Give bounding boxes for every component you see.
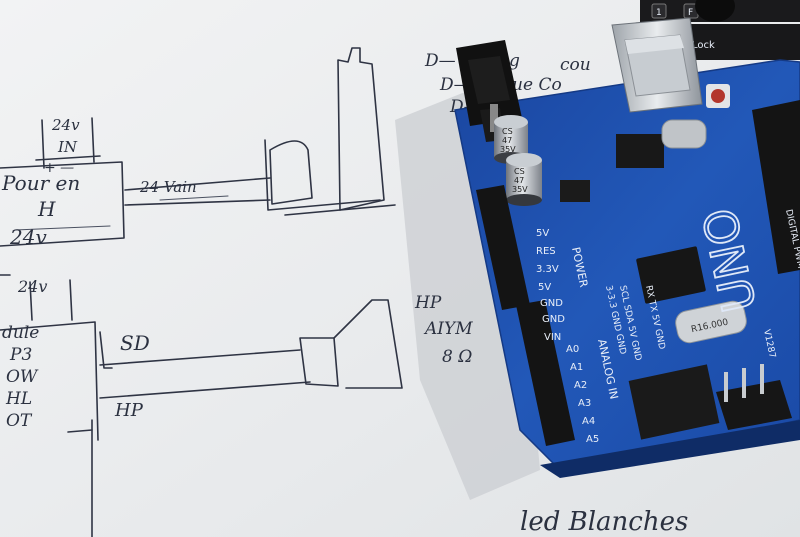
svg-text:CS: CS [502,127,513,136]
label-mid-24v: 24v [17,277,47,296]
pin-a2: A2 [574,380,587,391]
pin-a1: A1 [570,362,583,373]
label-hp-wire: HP [114,400,144,421]
capacitor-2: CS 47 35V [506,153,542,206]
icsp-header [716,364,792,430]
label-wire-24v: 24 Vain [139,178,197,196]
power-header [476,185,530,310]
analog-breakout [628,364,720,440]
note-speaker-ohm: 8 Ω [442,347,472,367]
svg-text:F: F [688,8,693,18]
usb-port [611,17,703,113]
note-speaker-model: AIYM [423,319,473,339]
pin-3v3: 3.3V [536,264,559,275]
pin-5v-2: 5V [538,282,551,293]
lock-label: Lock [692,40,715,51]
label-top-in: IN [57,138,78,156]
digital-header [752,100,800,274]
label-sd: SD [120,331,150,355]
label-block-line1: Pour en [1,171,80,195]
label-module-2: P3 [9,345,32,365]
note-speaker-hp: HP [414,293,442,313]
note-top-right-2: cou [560,55,591,75]
pin-a3: A3 [578,398,591,409]
analog-header [516,300,575,446]
pin-a5: A5 [586,434,599,445]
svg-text:CS: CS [514,167,525,176]
key-1 [651,3,667,19]
schematic-drawing [0,47,403,537]
mcu-chip [636,246,706,304]
pin-vin: VIN [544,332,561,343]
corner-device: 1 F Lock [640,0,800,60]
pin-gnd-1: GND [540,298,563,309]
label-module-4: HL [5,389,32,409]
board-shadow [395,90,540,500]
svg-text:35V: 35V [500,145,516,154]
label-module-3: OW [6,367,39,387]
pin-5v: 5V [536,228,549,239]
pin-a4: A4 [582,416,595,427]
crystal [675,300,747,344]
label-block-line3: 24v [9,225,47,249]
label-module-1: dule [2,323,39,343]
pin-gnd-2: GND [542,314,565,325]
svg-text:35V: 35V [512,185,528,194]
note-bottom-leds: led Blanches [520,507,688,537]
label-module-5: OT [6,411,33,431]
chip-usb-serial [616,134,664,168]
pin-a0: A0 [566,344,579,355]
label-top-plusminus: + — [44,160,74,176]
arduino-board: CS 47 35V CS 47 35V [454,17,800,478]
label-top-24v: 24v [51,116,80,134]
label-block-line2: H [37,197,56,221]
svg-text:47: 47 [502,136,512,145]
svg-text:47: 47 [514,176,524,185]
svg-text:1: 1 [656,8,662,18]
pin-res: RES [536,246,556,257]
